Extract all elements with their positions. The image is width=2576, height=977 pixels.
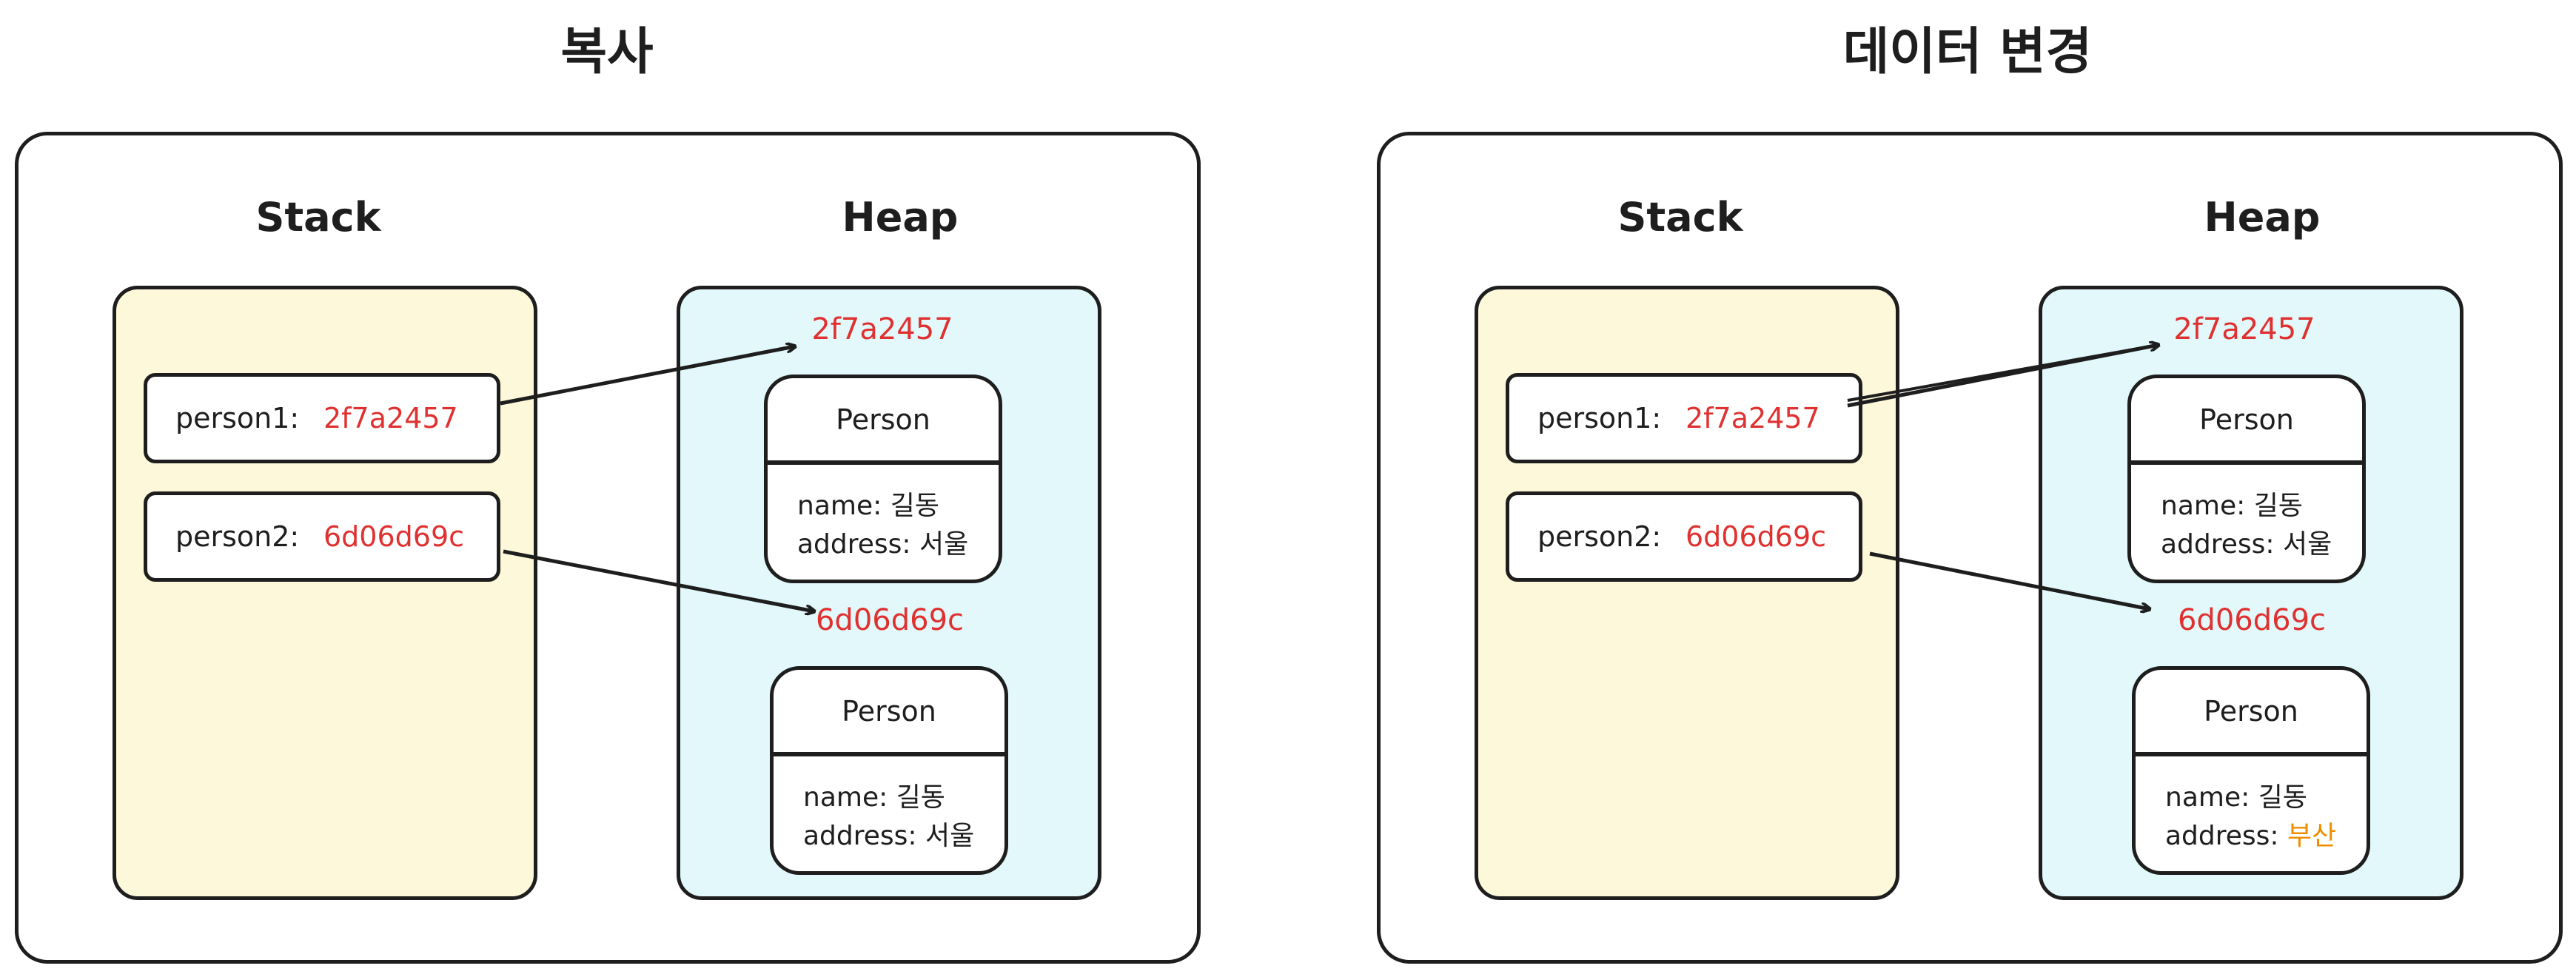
variable-address: 6d06d69c <box>1686 520 1827 553</box>
person-object: Person name: 길동 address: 서울 <box>770 666 1008 875</box>
heap-label: Heap <box>842 194 959 241</box>
field-name: name: 길동 <box>2161 491 2303 521</box>
variable-name: person1: <box>175 402 300 434</box>
field-address: address: 부산 <box>2165 821 2337 851</box>
panel-title-copy: 복사 <box>560 23 654 81</box>
variable-person2: person2: 6d06d69c <box>144 491 500 582</box>
object-fields: name: 길동 address: 서울 <box>2131 465 2362 564</box>
object-fields: name: 길동 address: 서울 <box>768 465 999 564</box>
object-class-name: Person <box>768 378 999 465</box>
variable-person1: person1: 2f7a2457 <box>144 373 500 463</box>
variable-name: person1: <box>1537 402 1662 434</box>
changed-value: 부산 <box>2287 821 2337 851</box>
field-name: name: 길동 <box>2165 782 2307 813</box>
heap-address-label: 6d06d69c <box>815 603 965 637</box>
variable-address: 2f7a2457 <box>1686 402 1820 434</box>
object-class-name: Person <box>774 670 1004 756</box>
heap-address-label: 2f7a2457 <box>2173 312 2315 346</box>
panel-title-data-change: 데이터 변경 <box>1842 23 2093 81</box>
object-fields: name: 길동 address: 서울 <box>774 756 1004 856</box>
object-fields: name: 길동 address: 부산 <box>2136 756 2367 856</box>
field-name: name: 길동 <box>797 491 939 521</box>
field-address: address: 서울 <box>797 529 969 560</box>
stack-label: Stack <box>255 194 381 241</box>
stack-label: Stack <box>1617 194 1743 241</box>
field-address: address: 서울 <box>2161 529 2332 560</box>
field-address: address: 서울 <box>803 821 975 851</box>
variable-person2: person2: 6d06d69c <box>1506 491 1862 582</box>
heap-address-label: 2f7a2457 <box>811 312 953 346</box>
arrow-person1-to-object <box>1847 343 2159 402</box>
variable-person1: person1: 2f7a2457 <box>1506 373 1862 463</box>
person-object: Person name: 길동 address: 서울 <box>2127 375 2366 583</box>
variable-address: 2f7a2457 <box>323 402 458 434</box>
person-object: Person name: 길동 address: 부산 <box>2132 666 2370 875</box>
object-class-name: Person <box>2136 670 2367 756</box>
heap-address-label: 6d06d69c <box>2177 603 2327 637</box>
object-class-name: Person <box>2131 378 2362 465</box>
arrow-person2-to-object <box>503 549 814 611</box>
variable-name: person2: <box>175 520 300 553</box>
arrow-person1-to-object <box>500 346 795 406</box>
arrow-person2-to-object <box>1869 551 2150 609</box>
heap-label: Heap <box>2204 194 2321 241</box>
field-name: name: 길동 <box>803 782 945 813</box>
variable-address: 6d06d69c <box>323 520 465 553</box>
person-object: Person name: 길동 address: 서울 <box>764 375 1002 583</box>
variable-name: person2: <box>1537 520 1662 553</box>
